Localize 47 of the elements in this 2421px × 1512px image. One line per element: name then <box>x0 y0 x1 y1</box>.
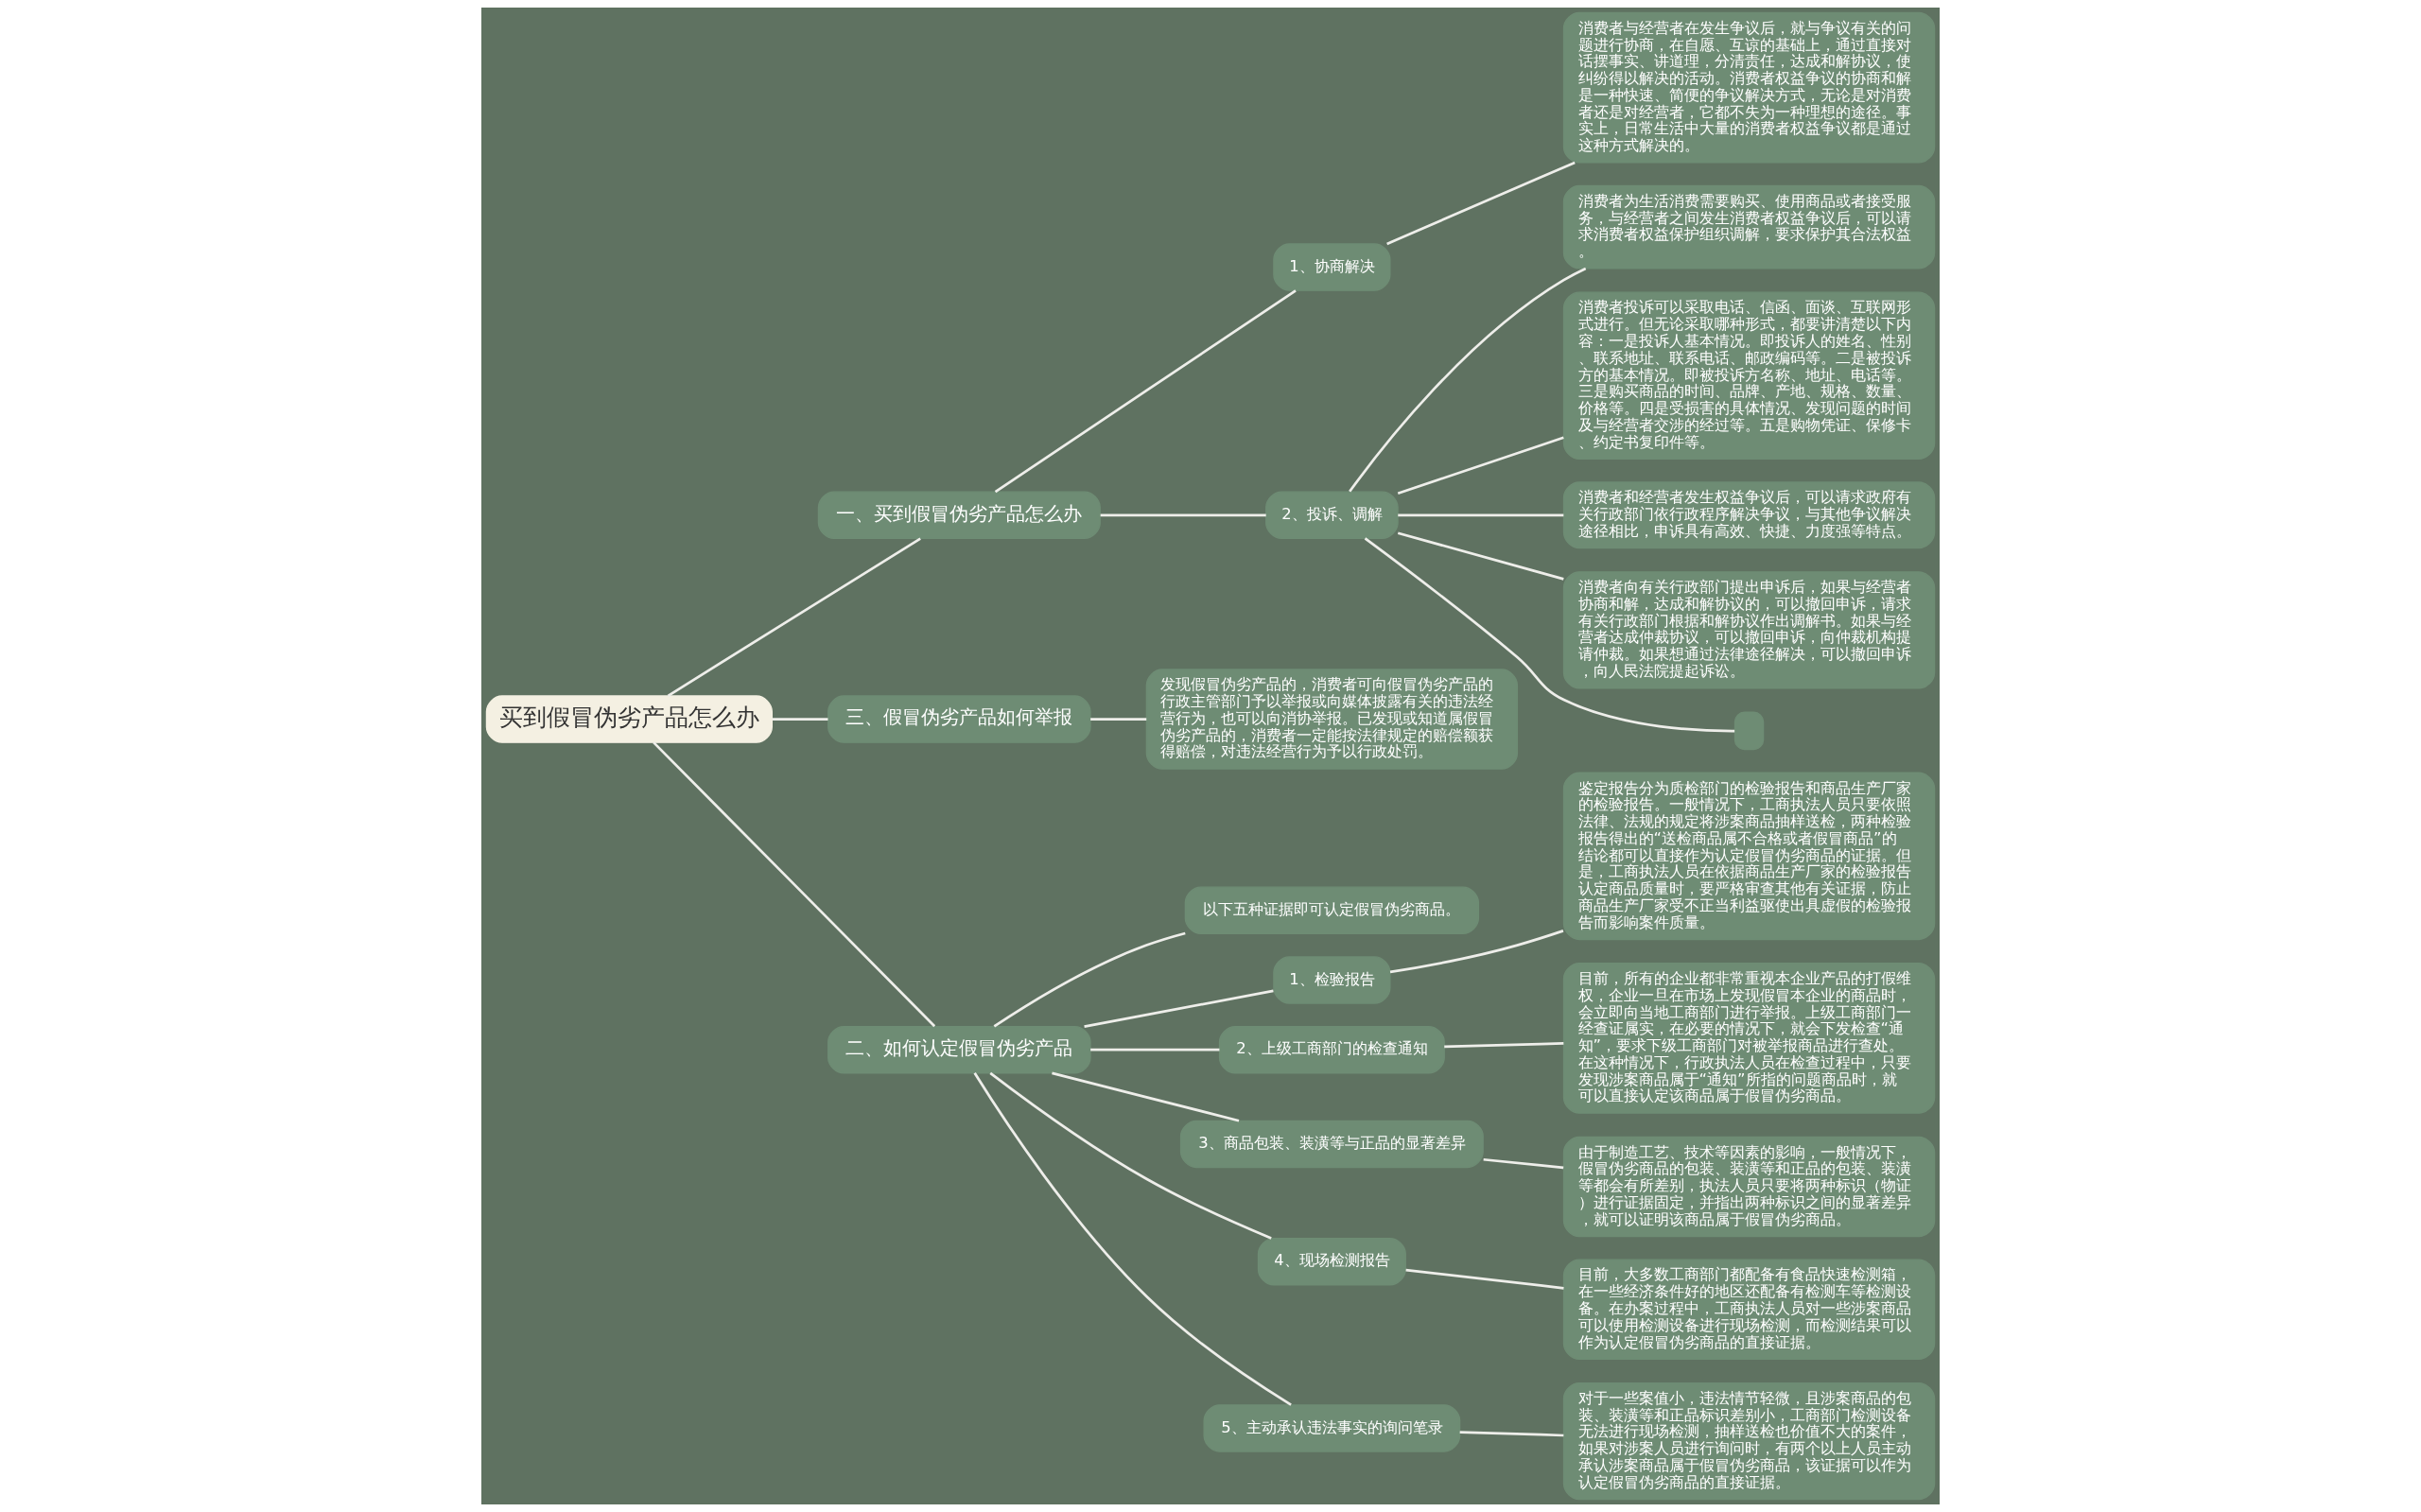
node-box: 一、买到假冒伪劣产品怎么办 <box>817 491 1101 540</box>
connector <box>1090 1048 1220 1051</box>
node-box: 消费者与经营者在发生争议后，就与争议有关的问题进行协商，在自愿、互谅的基础上，通过直接对话摆事实、讲道理，分清责任，达成和解协议，使纠纷得以解决的活动。消费者权益争议的协商和解是一种快速、简便的争议解决方式，无论是对消费者还是对经营者，它都不失为一种理想的途径。事实上，日常生活中大量的消费者权益争议都是通过这种方式解决的。 <box>1562 11 1936 164</box>
node-box: 买到假冒伪劣产品怎么办 <box>485 695 773 743</box>
node-box: 2、投诉、调解 <box>1265 491 1399 540</box>
connector <box>1364 537 1735 733</box>
node-box: 目前，大多数工商部门都配备有食品快速检测箱，在一些经济条件好的地区还配备有检测车等检测设备。在办案过程中，工商执法人员对一些涉案商品可以使用检测设备进行现场检测，而检测结果可以作为认定假冒伪劣商品的直接证据。 <box>1562 1259 1936 1360</box>
node-box: 二、如何认定假冒伪劣产品 <box>827 1025 1091 1074</box>
node-box: 1、检验报告 <box>1273 956 1391 1004</box>
node-box: 消费者投诉可以采取电话、信函、面谈、互联网形式进行。但无论采取哪种形式，都要讲清楚以下内容：一是投诉人基本情况。即投诉人的姓名、性别、联系地址、联系电话、邮政编码等。二是被投诉方的基本情况。即被投诉方名称、地址、电话等。三是购买商品的时间、品牌、产地、规格、数量、价格等。四是受损害的具体情况、发现问题的时间及与经营者交涉的经过等。五是购物凭证、保修卡、约定书复印件等。 <box>1562 291 1936 461</box>
node-box: 鉴定报告分为质检部门的检验报告和商品生产厂家的检验报告。一般情况下，工商执法人员只要依照法律、法规的规定将涉案商品抽样送检，两种检验报告得出的“送检商品属不合格或者假冒商品”的结论都可以直接作为认定假冒伪劣商品的证据。但是，工商执法人员在依据商品生产厂家的检验报告认定商品质量时，要严格审查其他有关证据，防止商品生产厂家受不正当利益驱使出具虚假的检验报告而影响案件质量。 <box>1562 772 1936 941</box>
connector <box>1459 1431 1564 1437</box>
node-box: 以下五种证据即可认定假冒伪劣商品。 <box>1184 886 1480 934</box>
node-box: 发现假冒伪劣产品的，消费者可向假冒伪劣产品的行政主管部门予以举报或向媒体披露有关的违法经营行为，也可以向消协举报。已发现或知道属假冒伪劣产品的，消费者一定能按法律规定的赔偿额获得赔偿，对违法经营行为予以行政处罚。 <box>1145 669 1519 770</box>
connector <box>1386 161 1576 246</box>
connector <box>1100 513 1266 517</box>
node-box: 消费者为生活消费需要购买、使用商品或者接受服务，与经营者之间发生消费者权益争议后，可以请求消费者权益保护组织调解，要求保护其合法权益。 <box>1562 184 1936 269</box>
connector <box>1389 930 1564 974</box>
connector <box>989 1071 1272 1240</box>
connector <box>1483 1157 1564 1170</box>
connector <box>994 289 1297 494</box>
node-box: 2、上级工商部门的检查通知 <box>1218 1025 1445 1074</box>
node-box: 消费者向有关行政部门提出申诉后，如果与经营者协商和解，达成和解协议的，可以撤回申诉，请求有关行政部门根据和解协议作出调解书。如果与经营者达成仲裁协议，可以撤回申诉，向仲裁机构提请仲裁。如果想通过法律途径解决，可以撤回申诉，向人民法院提起诉讼。 <box>1562 571 1936 689</box>
node-box: 3、商品包装、装潢等与正品的显著差异 <box>1179 1120 1484 1169</box>
connector <box>1397 531 1564 581</box>
node-box: 5、主动承认违法事实的询问笔录 <box>1203 1404 1461 1452</box>
connector <box>1398 513 1564 517</box>
node-box <box>1733 711 1765 751</box>
connector <box>1397 436 1564 495</box>
node-box: 三、假冒伪劣产品如何举报 <box>827 695 1091 743</box>
connector <box>653 741 936 1028</box>
connector <box>993 931 1186 1028</box>
node-box: 目前，所有的企业都非常重视本企业产品的打假维权，企业一旦在市场上发现假冒本企业的商品时，会立即向当地工商部门进行举报。上级工商部门一经查证属实，在必要的情况下，就会下发检查“通知”，要求下级工商部门对被举报商品进行查处。在这种情况下，行政执法人员在检查过程中，只要发现涉案商品属于“通知”所指的问题商品时，就可以直接认定该商品属于假冒伪劣商品。 <box>1562 963 1936 1114</box>
connector <box>973 1072 1292 1406</box>
node-box: 由于制造工艺、技术等因素的影响，一般情况下，假冒伪劣商品的包装、装潢等和正品的包装、装潢等都会有所差别，执法人员只要将两种标识（物证）进行证据固定，并指出两种标识之间的显著差异，就可以证明该商品属于假冒伪劣商品。 <box>1562 1136 1936 1238</box>
connector <box>1349 267 1587 493</box>
connector <box>1444 1042 1564 1049</box>
connector <box>1405 1268 1564 1290</box>
connector <box>667 537 921 697</box>
connector <box>1052 1071 1240 1122</box>
connector <box>772 718 828 721</box>
connector <box>1084 989 1274 1028</box>
node-box: 1、协商解决 <box>1273 243 1391 291</box>
node-box: 4、现场检测报告 <box>1257 1237 1406 1286</box>
node-box: 对于一些案值小，违法情节轻微，且涉案商品的包装、装潢等和正品标识差别小，工商部门检测设备无法进行现场检测，抽样送检也价值不大的案件，如果对涉案人员进行询问时，有两个以上人员主动承认涉案商品属于假冒伪劣商品，该证据可以作为认定假冒伪劣商品的直接证据。 <box>1562 1382 1936 1501</box>
connector <box>1090 718 1147 721</box>
node-box: 消费者和经营者发生权益争议后，可以请求政府有关行政部门依行政程序解决争议，与其他争议解决途径相比，申诉具有高效、快捷、力度强等特点。 <box>1562 481 1936 549</box>
